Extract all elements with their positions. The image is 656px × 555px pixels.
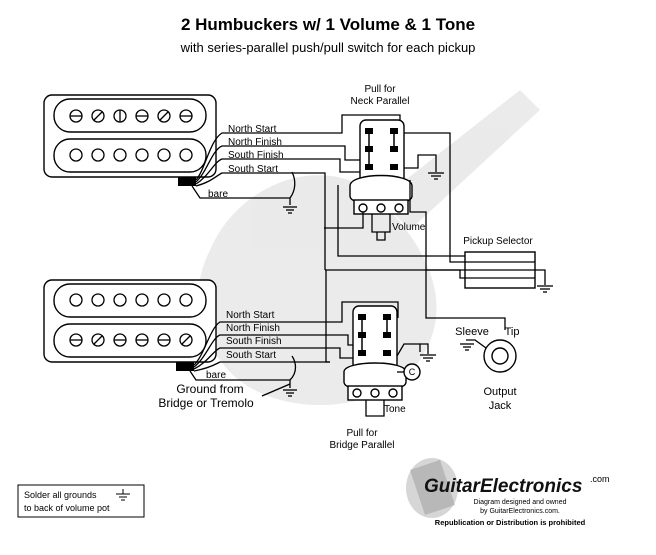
ground-label-1: Ground from [176,382,243,396]
jack-label-1: Output [483,386,516,398]
pickup-selector-switch[interactable] [464,251,553,293]
diagram-title: 2 Humbuckers w/ 1 Volume & 1 Tone [181,15,475,34]
bridge-pole-pieces-bottom [69,333,193,347]
tone-push-pull-switch[interactable] [352,305,398,371]
selector-label: Pickup Selector [463,236,533,247]
neck-lead-north-finish: North Finish [228,137,282,148]
bridge-lead-south-finish: South Finish [226,336,282,347]
output-wiring [324,212,506,330]
bridge-pickup-cable [176,321,330,388]
bridge-leads-routing [325,270,399,363]
volume-push-pull-switch[interactable] [359,119,405,185]
note-ground-icon [116,489,130,501]
credit-line-3: Republication or Distribution is prohibi… [435,518,586,527]
solder-note-box: Solder all grounds to back of volume pot [17,484,145,518]
neck-pole-pieces-top [69,109,193,123]
bridge-humbucker [43,279,217,363]
neck-lead-south-start: South Start [228,164,278,175]
volume-switch-label-2: Neck Parallel [351,96,410,107]
neck-bare-label: bare [208,189,228,200]
tone-ground-icon [420,343,436,362]
guitarelectronics-logo: GuitarElectronics .com [406,458,610,518]
tone-switch-label-2: Bridge Parallel [329,440,394,451]
neck-ground-icon [283,171,297,214]
note-line-2: to back of volume pot [24,503,110,513]
credit-line-2: by GuitarElectronics.com. [480,508,560,515]
tone-switch-label-1: Pull for [346,428,378,439]
neck-pickup-cable [178,132,300,205]
brand-suffix: .com [590,474,610,484]
volume-label: Volume [392,222,426,233]
tone-label: Tone [384,404,406,415]
jack-tip-label: Tip [505,326,520,338]
brand-name: GuitarElectronics [424,476,582,497]
neck-humbucker [43,94,217,178]
bridge-ground-icon [261,355,297,397]
volume-pot[interactable] [349,174,413,241]
bridge-pole-pieces-top [69,293,193,307]
bridge-lead-south-start: South Start [226,350,276,361]
bridge-bare-label: bare [206,370,226,381]
note-line-1: Solder all grounds [24,490,97,500]
ground-label-2: Bridge or Tremolo [158,396,254,410]
neck-pole-pieces-bottom [69,148,193,162]
bridge-lead-north-start: North Start [226,310,275,321]
jack-sleeve-label: Sleeve [455,326,489,338]
output-jack[interactable] [460,339,517,373]
selector-wiring [325,132,465,279]
diagram-subtitle: with series-parallel push/pull switch fo… [180,40,476,55]
capacitor-label: C [409,367,416,377]
capacitor-icon: C [396,343,421,381]
volume-ground-icon [404,154,444,180]
jack-label-2: Jack [489,400,512,412]
neck-lead-south-finish: South Finish [228,150,284,161]
tone-pot[interactable] [343,362,407,417]
credit-line-1: Diagram designed and owned [473,499,566,506]
volume-switch-label-1: Pull for [364,84,396,95]
neck-lead-north-start: North Start [228,124,277,135]
bridge-lead-north-finish: North Finish [226,323,280,334]
